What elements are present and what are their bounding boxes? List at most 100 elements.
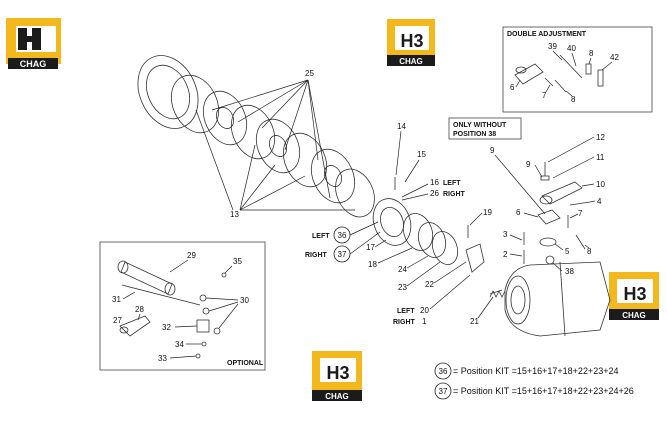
brand-logo-right: H3 CHAG — [609, 272, 659, 320]
callout-21: 21 — [470, 317, 479, 326]
kit-legend-36-text: = Position KIT =15+16+17+18+22+23+24 — [453, 366, 618, 376]
disc-plate — [335, 168, 375, 218]
callout-26: 26 — [430, 189, 439, 198]
kit-legend-36-badge — [434, 362, 452, 380]
seal-ring — [417, 222, 447, 258]
leader-lines-13 — [195, 109, 355, 211]
double-adj-42: 42 — [610, 53, 619, 62]
optional-29: 29 — [187, 251, 196, 260]
kit-legend-37-badge — [434, 382, 452, 400]
pin-4 — [569, 201, 591, 206]
optional-34: 34 — [175, 340, 184, 349]
optional-31: 31 — [112, 295, 121, 304]
callout-3: 3 — [503, 230, 508, 239]
callout-14: 14 — [397, 122, 406, 131]
callout-24: 24 — [398, 265, 407, 274]
callout-20: 20 — [420, 306, 429, 315]
friction-disc — [310, 148, 356, 204]
brand-logo-top-center: H3 CHAG — [387, 19, 435, 66]
housing-flange — [137, 55, 199, 129]
double-adj-39: 39 — [548, 42, 557, 51]
optional-32: 32 — [162, 323, 171, 332]
callout-9-upper: 9 — [490, 146, 495, 155]
callout-22: 22 — [425, 280, 434, 289]
callout-11: 11 — [596, 153, 605, 162]
double-adj-6: 6 — [510, 83, 515, 92]
callout-2: 2 — [503, 250, 508, 259]
plug-38 — [545, 255, 555, 265]
double-adjustment-title: DOUBLE ADJUSTMENT — [507, 31, 587, 38]
kit-legend-37-text: = Position KIT =15+16+17+18+22+23+24+26 — [453, 386, 634, 396]
lever-10 — [541, 181, 583, 205]
double-adjustment-parts — [514, 54, 604, 93]
leader-lines-25 — [211, 79, 331, 199]
callout-23: 23 — [398, 283, 407, 292]
callout-4: 4 — [597, 197, 602, 206]
callout-13: 13 — [230, 210, 239, 219]
o-ring-5 — [539, 237, 557, 247]
callout-5: 5 — [565, 247, 570, 256]
brand-logo-top-left: CHAG — [6, 18, 61, 69]
callout-7: 7 — [578, 209, 583, 218]
label-right-26: RIGHT — [443, 191, 466, 198]
callout-19: 19 — [483, 208, 492, 217]
only-without-line1: ONLY WITHOUT — [453, 122, 507, 129]
callout-18: 18 — [368, 260, 377, 269]
optional-27: 27 — [113, 316, 122, 325]
adjuster-body-6 — [537, 209, 561, 225]
callout-1: 1 — [422, 317, 427, 326]
brake-disc-stack — [137, 55, 375, 218]
adjuster-lever — [523, 162, 591, 264]
callout-36: 36 — [338, 231, 347, 240]
kit-legend-37-num: 37 — [439, 387, 448, 396]
disc-plate — [230, 104, 276, 160]
friction-disc — [255, 118, 301, 174]
bleed-fitting — [465, 243, 485, 273]
only-without-box — [448, 117, 522, 140]
label-right-37: RIGHT — [305, 252, 328, 259]
double-adj-8b: 8 — [571, 95, 576, 104]
logo-word: CHAG — [399, 57, 423, 66]
optional-30: 30 — [240, 296, 249, 305]
callout-25: 25 — [305, 69, 314, 78]
double-adj-40: 40 — [567, 44, 576, 53]
axle-housing — [504, 261, 611, 337]
brand-logo-bottom-center: H3 CHAG — [312, 351, 362, 401]
disc-plate — [282, 132, 328, 188]
callout-12: 12 — [596, 133, 605, 142]
piston-assembly — [372, 177, 485, 273]
double-adjustment-box — [502, 26, 653, 113]
optional-title: OPTIONAL — [227, 360, 264, 367]
label-left-20: LEFT — [397, 308, 415, 315]
optional-35: 35 — [233, 257, 242, 266]
label-left-16: LEFT — [443, 180, 461, 187]
kit-legend: 36 = Position KIT =15+16+17+18+22+23+24 … — [434, 362, 634, 400]
optional-28: 28 — [135, 305, 144, 314]
callout-6: 6 — [516, 208, 521, 217]
callout-17: 17 — [366, 243, 375, 252]
logo-word: CHAG — [20, 59, 47, 69]
callout-37: 37 — [338, 250, 347, 259]
optional-33: 33 — [158, 354, 167, 363]
callout-38: 38 — [565, 267, 574, 276]
kit-legend-36-num: 36 — [439, 367, 448, 376]
friction-disc — [202, 90, 248, 146]
label-right-1: RIGHT — [393, 319, 416, 326]
logo-mark: H3 — [400, 31, 423, 51]
callout-8: 8 — [587, 247, 592, 256]
spring-pin-21 — [489, 289, 506, 298]
double-adj-8a: 8 — [589, 49, 594, 58]
callout-9-lower: 9 — [526, 160, 531, 169]
callout-15: 15 — [417, 150, 426, 159]
logo-mark: H3 — [326, 363, 349, 383]
label-left-36: LEFT — [312, 233, 330, 240]
screw-8 — [575, 234, 586, 250]
only-without-line2: POSITION 38 — [453, 131, 496, 138]
disc-plate — [170, 74, 220, 134]
logo-word: CHAG — [325, 392, 349, 401]
seal-ring — [402, 213, 434, 251]
callout-16: 16 — [430, 178, 439, 187]
logo-word: CHAG — [622, 311, 646, 320]
